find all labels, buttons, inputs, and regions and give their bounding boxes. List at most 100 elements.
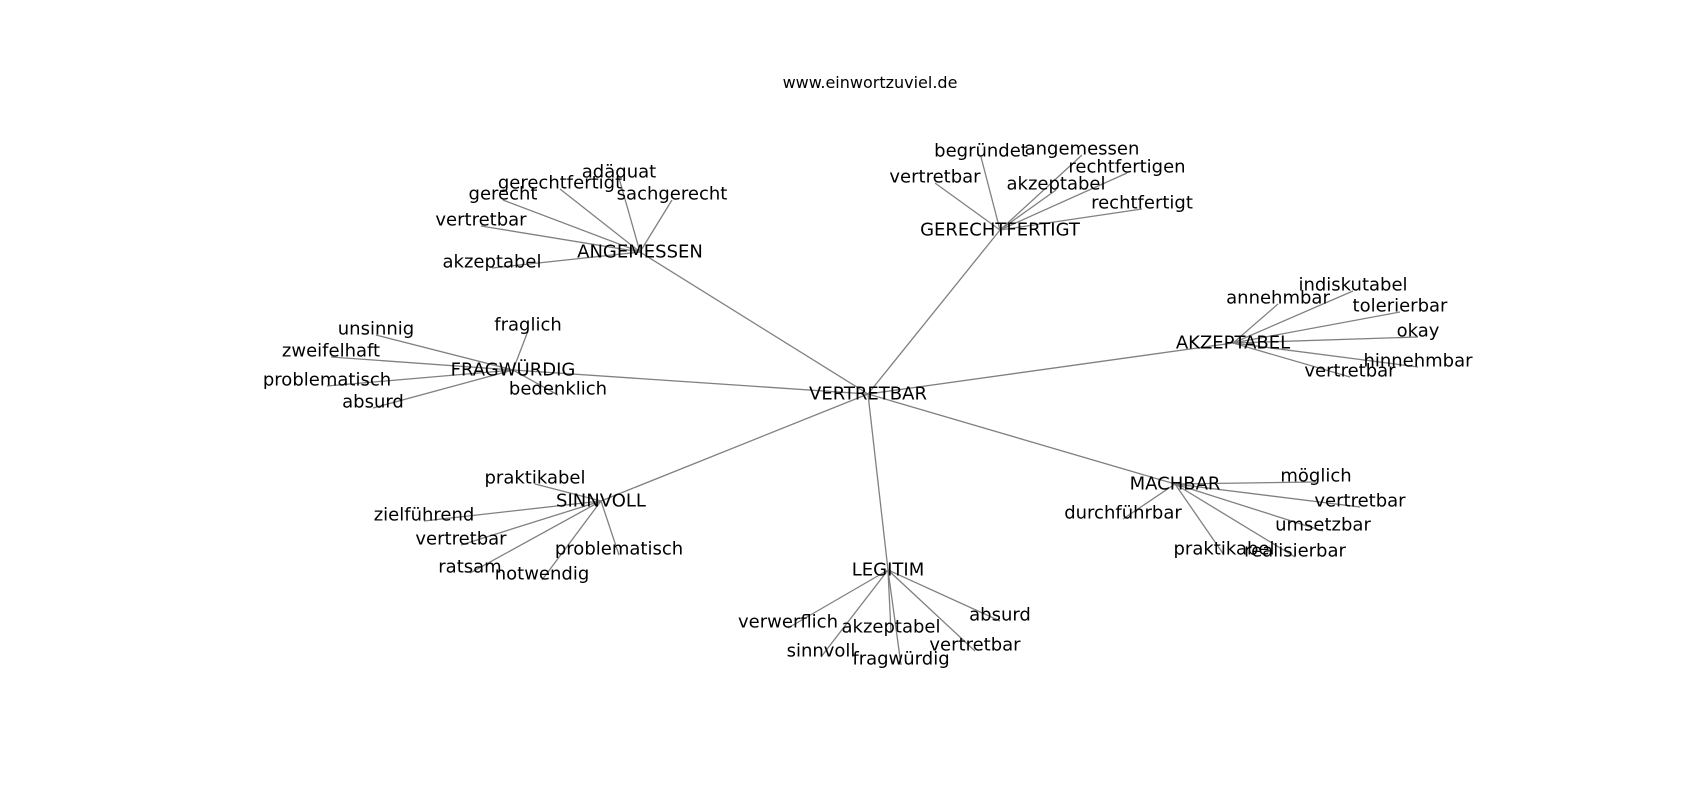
term-word: notwendig	[495, 564, 590, 585]
edge-hub-to-term	[423, 500, 602, 522]
term-word: problematisch	[555, 539, 683, 560]
edge-hub-to-term	[375, 334, 514, 371]
edge-hub-to-term	[512, 330, 529, 371]
term-word: annehmbar	[1226, 288, 1330, 309]
edge-center-to-hub	[867, 393, 889, 571]
edge-hub-to-term	[820, 569, 889, 658]
edge-hub-to-term	[618, 177, 641, 253]
edge-hub-to-term	[999, 208, 1143, 231]
edge-hub-to-term	[491, 251, 641, 269]
edge-hub-to-term	[999, 172, 1128, 231]
term-word: realisierbar	[1244, 541, 1346, 562]
edge-center-to-hub	[867, 342, 1234, 395]
edge-hub-to-term	[541, 500, 602, 581]
term-word: verwerflich	[738, 612, 838, 633]
edge-center-to-hub	[512, 369, 869, 395]
term-word: adäquat	[582, 162, 656, 183]
term-word: rechtfertigt	[1091, 193, 1193, 214]
edge-center-to-hub	[867, 393, 1176, 485]
edge-center-to-hub	[600, 393, 869, 502]
term-word: rechtfertigen	[1068, 157, 1185, 178]
edge-center-to-hub	[867, 229, 1001, 395]
term-word: zweifelhaft	[282, 341, 380, 362]
term-word: vertretbar	[929, 635, 1021, 656]
term-word: vertretbar	[415, 529, 507, 550]
term-word: praktikabel	[485, 468, 586, 489]
edge-hub-to-term	[1174, 483, 1296, 558]
term-word: vertretbar	[1304, 361, 1396, 382]
edge-hub-to-term	[600, 500, 620, 556]
hub-word: SINNVOLL	[556, 491, 646, 512]
edge-hub-to-term	[887, 569, 892, 634]
edge-hub-to-term	[559, 188, 641, 253]
term-word: möglich	[1280, 466, 1351, 487]
term-word: vertretbar	[1314, 491, 1406, 512]
term-word: akzeptabel	[842, 617, 941, 638]
edge-hub-to-term	[1232, 290, 1354, 344]
edge-hub-to-term	[787, 569, 889, 629]
term-word: problematisch	[263, 370, 391, 391]
edge-hub-to-term	[999, 189, 1057, 231]
term-word: gerechtfertigt	[498, 173, 622, 194]
term-word: durchführbar	[1064, 503, 1182, 524]
edge-hub-to-term	[1174, 481, 1317, 485]
edge-hub-to-term	[1232, 342, 1351, 378]
edge-hub-to-term	[1174, 483, 1361, 508]
edge-hub-to-term	[1232, 336, 1419, 344]
term-word: fragwürdig	[852, 649, 949, 670]
edge-hub-to-term	[372, 369, 514, 409]
edge-hub-to-term	[460, 500, 602, 546]
term-word: vertretbar	[435, 210, 527, 231]
term-word: indiskutabel	[1298, 275, 1407, 296]
edge-center-to-hub	[639, 251, 869, 395]
term-word: begründet	[934, 141, 1028, 162]
center-word: VERTRETBAR	[809, 384, 927, 405]
term-word: gerecht	[469, 184, 538, 205]
hub-word: MACHBAR	[1130, 474, 1221, 495]
term-word: bedenklich	[509, 379, 607, 400]
term-word: angemessen	[1025, 139, 1140, 160]
term-word: ratsam	[438, 557, 501, 578]
edge-hub-to-term	[534, 483, 602, 502]
edge-hub-to-term	[330, 356, 514, 371]
hub-word: AKZEPTABEL	[1176, 333, 1290, 354]
term-word: hinnehmbar	[1363, 351, 1473, 372]
term-word: zielführend	[374, 505, 475, 526]
edge-hub-to-term	[469, 500, 602, 574]
hub-word: FRAGWÜRDIG	[451, 359, 576, 381]
edge-hub-to-term	[1232, 303, 1279, 344]
edge-hub-to-term	[512, 369, 559, 396]
edge-hub-to-term	[480, 225, 641, 253]
term-word: fraglich	[494, 315, 562, 336]
term-word: vertretbar	[889, 167, 981, 188]
edge-hub-to-term	[934, 182, 1001, 231]
term-word: unsinnig	[338, 319, 414, 340]
edge-hub-to-term	[1174, 483, 1324, 532]
hub-word: LEGITIM	[852, 560, 925, 581]
term-word: akzeptabel	[443, 252, 542, 273]
hub-word: GERECHTFERTIGT	[920, 220, 1081, 241]
term-word: akzeptabel	[1007, 174, 1106, 195]
term-word: sinnvoll	[787, 641, 856, 662]
edge-hub-to-term	[887, 569, 976, 652]
term-word: absurd	[969, 605, 1031, 626]
edge-hub-to-term	[887, 569, 1001, 622]
edge-hub-to-term	[980, 156, 1001, 231]
hub-word: ANGEMESSEN	[577, 242, 703, 263]
edge-hub-to-term	[1232, 342, 1419, 368]
edge-hub-to-term	[1174, 483, 1225, 556]
term-word: tolerierbar	[1353, 296, 1448, 317]
edge-hub-to-term	[999, 154, 1083, 231]
edge-hub-to-term	[887, 569, 902, 666]
edge-hub-to-term	[1122, 483, 1176, 520]
edge-hub-to-term	[639, 199, 673, 253]
edge-hub-to-term	[1232, 311, 1401, 344]
site-url: www.einwortzuviel.de	[783, 73, 958, 92]
term-word: sachgerecht	[617, 184, 728, 205]
edge-hub-to-term	[502, 199, 641, 253]
edge-hub-to-term	[326, 369, 514, 387]
term-word: absurd	[342, 392, 404, 413]
term-word: praktikabel	[1174, 539, 1275, 560]
